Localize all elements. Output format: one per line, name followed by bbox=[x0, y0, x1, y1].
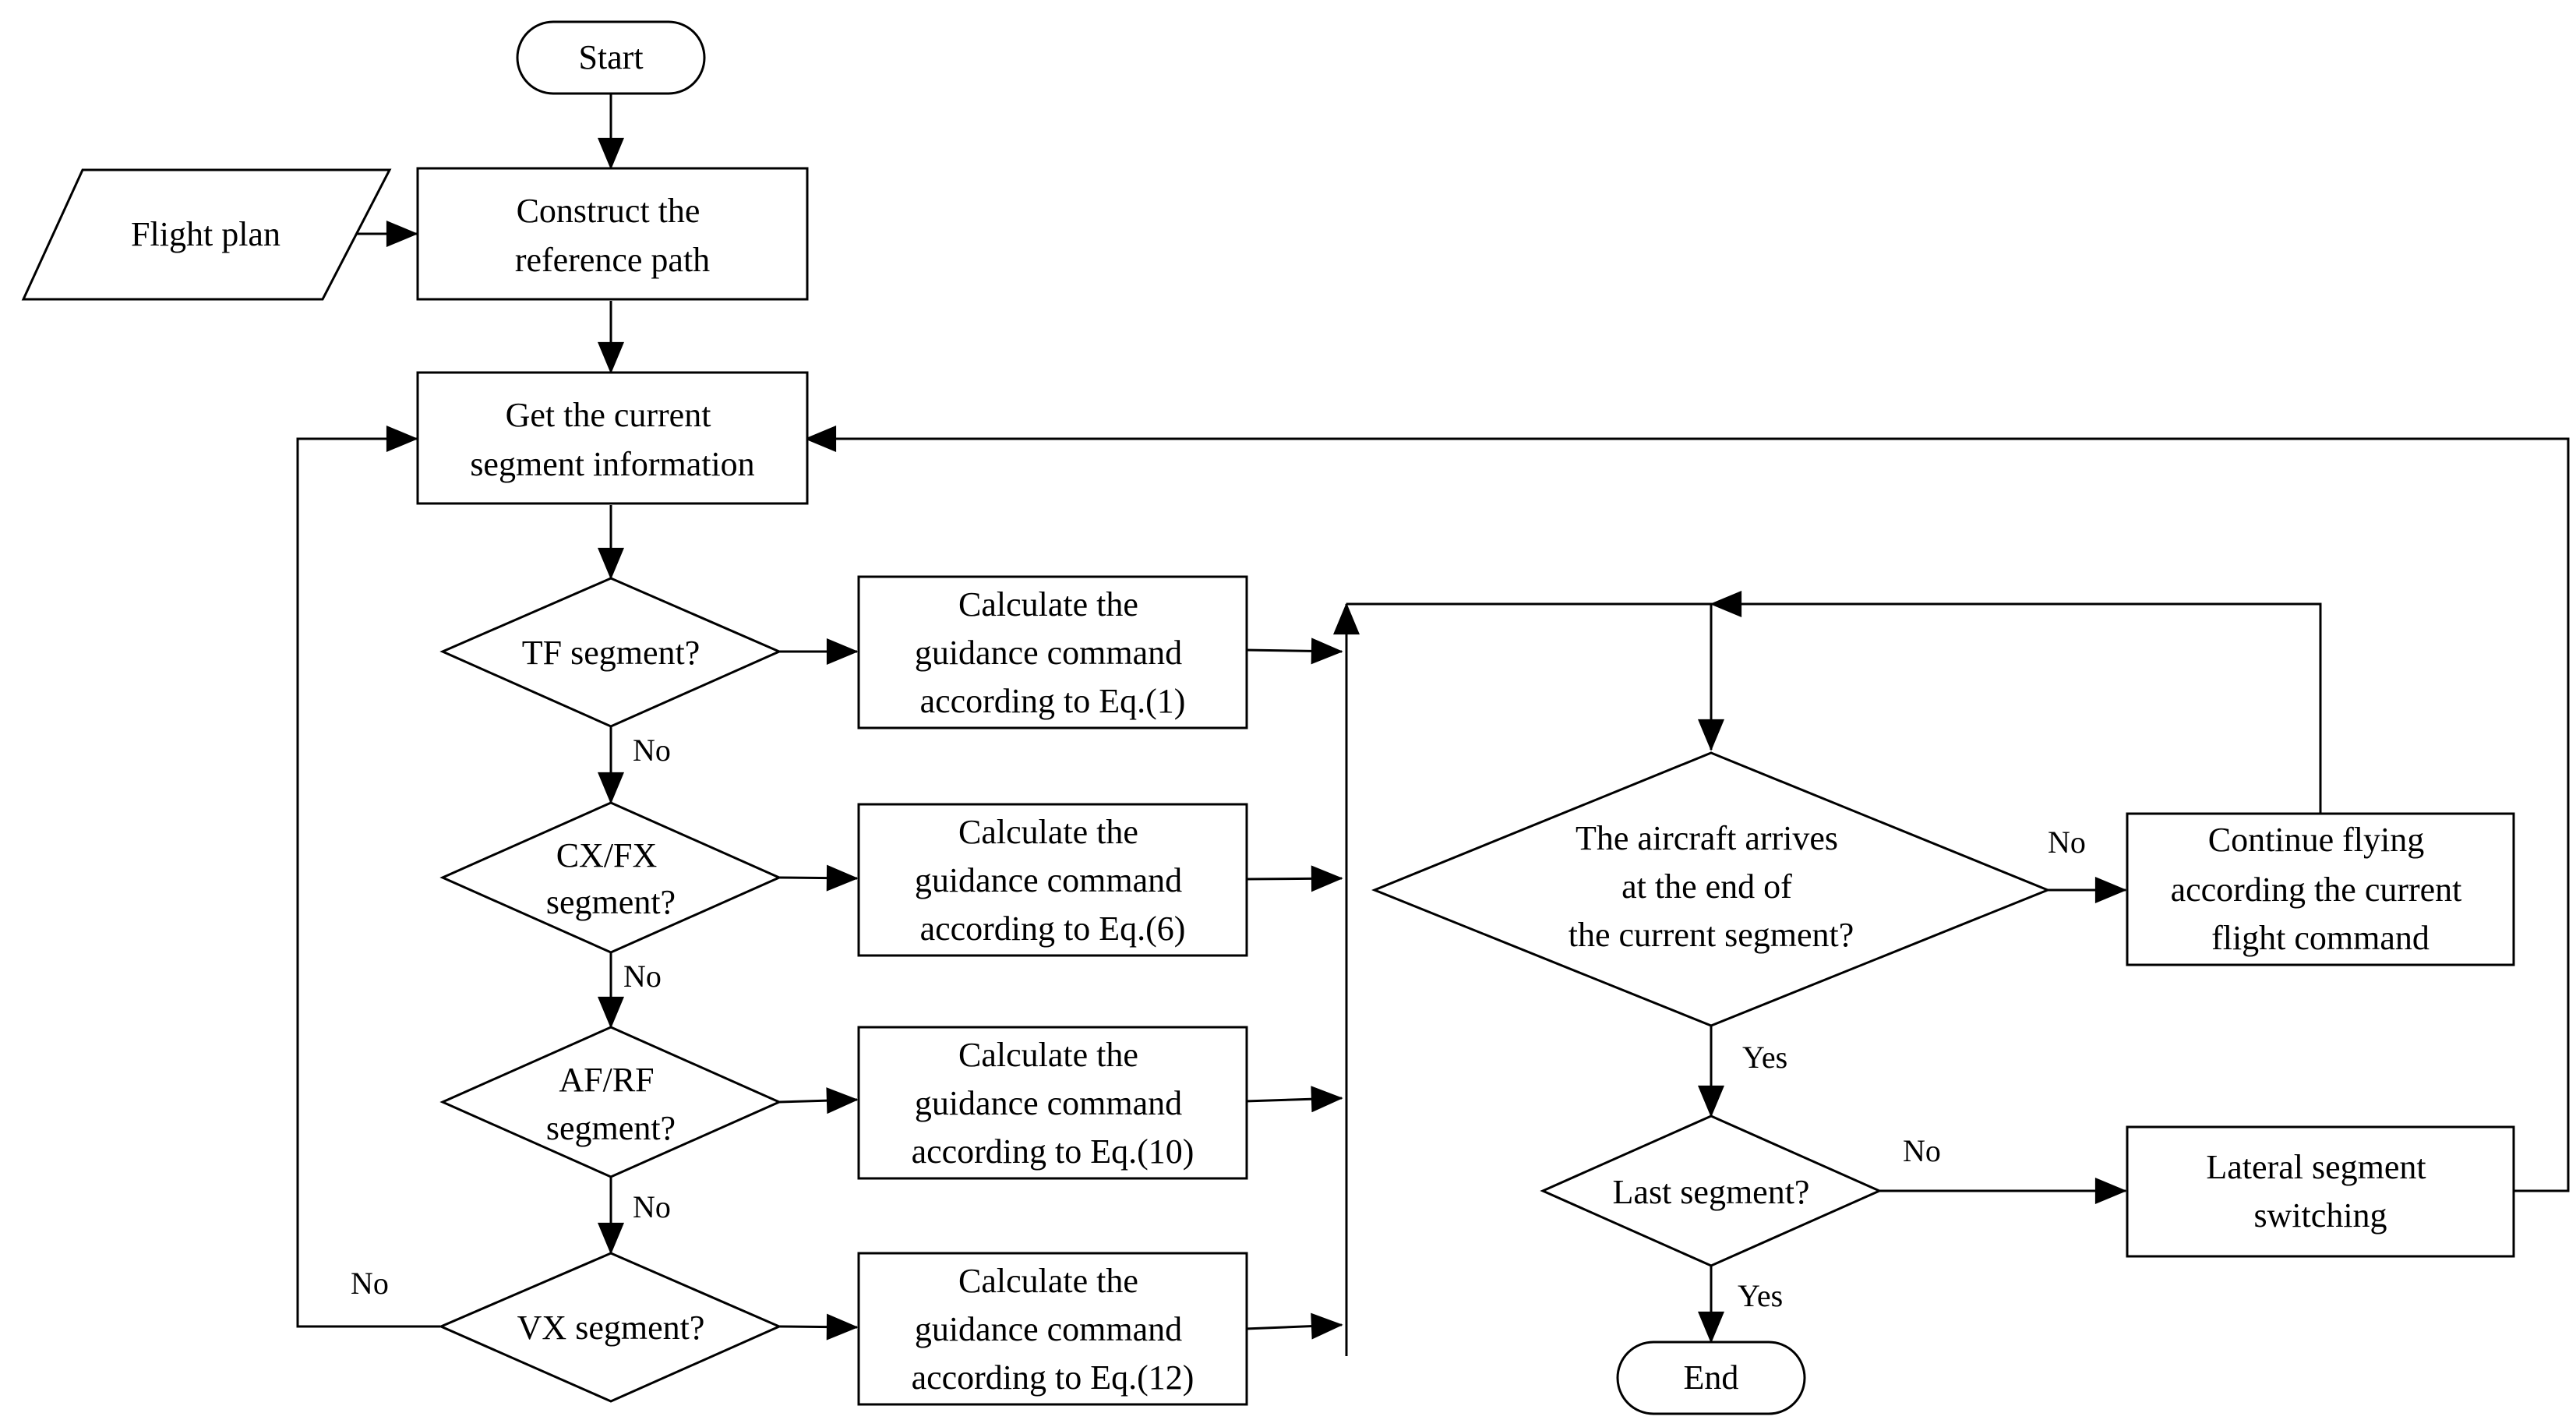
arrive-yes-label: Yes bbox=[1742, 1040, 1787, 1075]
cxfx-no-label: No bbox=[623, 959, 662, 994]
edge-vx-calc12 bbox=[778, 1313, 859, 1341]
connectors bbox=[296, 94, 2570, 1356]
edge-vx-loop-getsegment bbox=[296, 426, 440, 1328]
end-node: End bbox=[1616, 1341, 1806, 1415]
last-yes-label: Yes bbox=[1738, 1278, 1783, 1313]
tf-segment-decision: TF segment? bbox=[439, 577, 782, 728]
afrf-decision-label: AF/RF segment? bbox=[546, 1061, 676, 1147]
flight-plan-node: Flight plan bbox=[21, 168, 392, 301]
calc-eq6-box: Calculate the guidance command according… bbox=[857, 803, 1248, 957]
continue-flying-box: Continue flying according the current fl… bbox=[2126, 812, 2515, 966]
lateral-switching-label: Lateral segment switching bbox=[2206, 1148, 2434, 1235]
edge-lateral-loop-getsegment bbox=[804, 426, 2570, 1192]
arrive-no-label: No bbox=[2048, 825, 2086, 860]
flight-plan-label: Flight plan bbox=[131, 215, 281, 253]
tf-decision-label: TF segment? bbox=[522, 634, 700, 672]
edge-calc10-collector bbox=[1244, 1086, 1343, 1113]
calc-eq10-label: Calculate the guidance command according… bbox=[912, 1036, 1194, 1171]
vx-no-label: No bbox=[351, 1266, 389, 1301]
continue-flying-label: Continue flying according the current fl… bbox=[2171, 821, 2471, 957]
lateral-switching-box: Lateral segment switching bbox=[2126, 1125, 2515, 1258]
get-segment-label: Get the current segment information bbox=[470, 396, 754, 483]
edge-continue-loop bbox=[1710, 591, 2322, 814]
tf-no-label: No bbox=[633, 733, 671, 768]
last-no-label: No bbox=[1903, 1133, 1941, 1168]
edge-calc6-collector bbox=[1244, 865, 1343, 892]
cxfx-decision-label: CX/FX segment? bbox=[546, 836, 676, 921]
calc-eq6-label: Calculate the guidance command according… bbox=[915, 813, 1191, 948]
calc-eq1-label: Calculate the guidance command according… bbox=[915, 585, 1191, 720]
afrf-no-label: No bbox=[633, 1189, 671, 1224]
afrf-segment-decision: AF/RF segment? bbox=[439, 1026, 782, 1178]
last-decision-label: Last segment? bbox=[1613, 1173, 1810, 1211]
vx-segment-decision: VX segment? bbox=[438, 1252, 782, 1403]
end-label: End bbox=[1684, 1358, 1739, 1397]
cxfx-segment-decision: CX/FX segment? bbox=[439, 801, 782, 954]
arrive-decision-label: The aircraft arrives at the end of the c… bbox=[1569, 819, 1854, 954]
calc-eq12-box: Calculate the guidance command according… bbox=[857, 1252, 1248, 1406]
start-label: Start bbox=[578, 38, 643, 76]
edge-calc12-collector bbox=[1244, 1312, 1343, 1340]
arrive-end-decision: The aircraft arrives at the end of the c… bbox=[1371, 751, 2051, 1027]
last-segment-decision: Last segment? bbox=[1540, 1114, 1883, 1267]
edge-afrf-calc10 bbox=[778, 1087, 859, 1114]
edge-calc1-collector bbox=[1244, 638, 1343, 665]
get-segment-box: Get the current segment information bbox=[416, 371, 809, 505]
vx-decision-label: VX segment? bbox=[517, 1309, 705, 1347]
construct-label: Construct the reference path bbox=[515, 192, 710, 279]
calc-eq1-box: Calculate the guidance command according… bbox=[857, 575, 1248, 729]
construct-path-box: Construct the reference path bbox=[416, 167, 809, 301]
calc-eq12-label: Calculate the guidance command according… bbox=[912, 1262, 1194, 1397]
edge-labels: No No No No No Yes No Yes bbox=[351, 733, 2086, 1313]
start-node: Start bbox=[516, 20, 706, 95]
calc-eq10-box: Calculate the guidance command according… bbox=[857, 1026, 1248, 1180]
